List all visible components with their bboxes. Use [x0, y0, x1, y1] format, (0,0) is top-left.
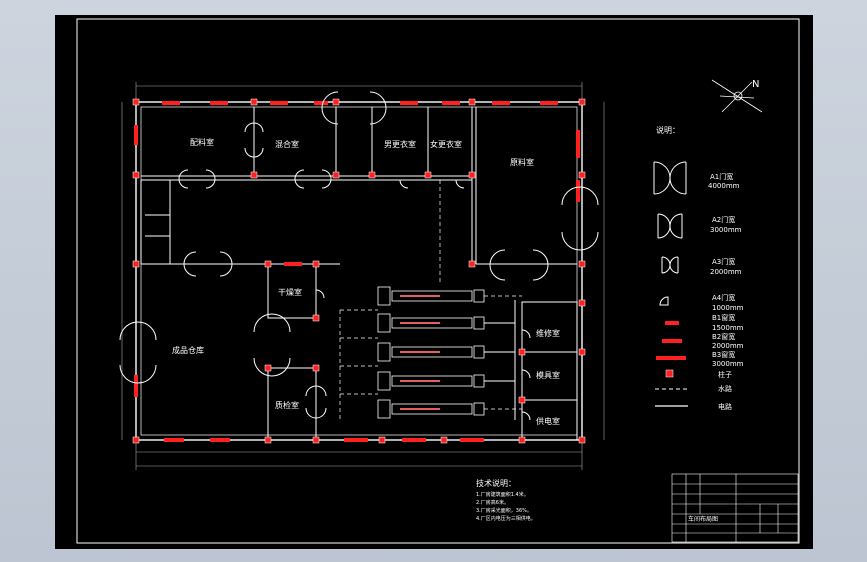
legend-title: 说明：: [656, 125, 680, 135]
legend-a3-label: A3门宽: [712, 257, 735, 266]
legend-b2-label: B2窗宽: [712, 332, 735, 341]
room-mixing: 混合室: [275, 139, 299, 149]
room-drying: 干燥室: [278, 287, 302, 297]
legend-b2-sub: 2000mm: [712, 342, 744, 350]
legend: 说明： A1门宽 4000mm A2门宽 3000mm A3门宽 2000mm …: [653, 125, 744, 411]
room-male-change: 男更衣室: [384, 139, 416, 149]
legend-b1-label: B1窗宽: [712, 313, 735, 322]
notes-line-2: 2.厂房高6米。: [476, 499, 509, 506]
room-labels: 配料室 混合室 男更衣室 女更衣室 原料室 干燥室 成品仓库 质检室 维修室 模…: [172, 137, 560, 426]
room-ingredient: 配料室: [190, 137, 214, 147]
interior-walls: [140, 107, 578, 441]
windows: [134, 101, 580, 442]
sheet-frame: [76, 18, 800, 544]
sheet-background: [55, 15, 813, 549]
legend-a1-sub: 4000mm: [708, 182, 740, 190]
room-qc: 质检室: [275, 400, 299, 410]
legend-door-a2-icon: [657, 213, 683, 239]
legend-door-a1-icon: [653, 161, 687, 195]
legend-a3-sub: 2000mm: [710, 268, 742, 276]
drawing-title: 车间布局图: [688, 515, 718, 523]
legend-a2-label: A2门宽: [712, 215, 735, 224]
room-raw-material: 原料室: [510, 157, 534, 167]
legend-a1-label: A1门宽: [710, 172, 733, 181]
north-label: N: [752, 79, 759, 90]
room-power: 供电室: [536, 416, 560, 426]
water-lines: [339, 180, 522, 420]
notes-line-1: 1.厂房建筑面积1.4米。: [476, 491, 529, 498]
legend-a4-sub: 1000mm: [712, 304, 744, 312]
legend-b3-sub: 3000mm: [712, 360, 744, 368]
machine-screws: [400, 295, 440, 410]
room-finished-store: 成品仓库: [172, 345, 204, 355]
room-mold: 模具室: [536, 370, 560, 380]
room-female-change: 女更衣室: [430, 139, 462, 149]
technical-notes: 技术说明： 1.厂房建筑面积1.4米。 2.厂房高6米。 3.厂房采光面积，36…: [476, 478, 536, 522]
legend-column-icon: [665, 369, 674, 378]
legend-door-a4-icon: [659, 296, 669, 306]
legend-a4-label: A4门宽: [712, 293, 735, 302]
legend-column-label: 柱子: [718, 370, 732, 379]
title-block: [671, 473, 799, 543]
notes-title: 技术说明：: [476, 478, 516, 488]
legend-b3-label: B3窗宽: [712, 350, 735, 359]
legend-a2-sub: 3000mm: [710, 226, 742, 234]
legend-window-b3-icon: [656, 356, 686, 360]
compass-icon: [711, 79, 763, 113]
notes-line-3: 3.厂房采光面积，36%。: [476, 507, 532, 514]
legend-electric-label: 电路: [718, 402, 732, 411]
columns: [132, 98, 586, 444]
legend-door-a3-icon: [661, 256, 679, 274]
north-arrow: N: [711, 79, 763, 113]
legend-water-label: 水路: [718, 384, 732, 393]
doors: [119, 91, 599, 421]
notes-line-4: 4.厂区内电压为三相供电。: [476, 515, 536, 522]
legend-window-b2-icon: [662, 339, 682, 343]
legend-window-b1-icon: [665, 321, 679, 325]
legend-b1-sub: 1500mm: [712, 324, 744, 332]
room-repair: 维修室: [536, 328, 560, 338]
electric-lines: [484, 300, 516, 420]
